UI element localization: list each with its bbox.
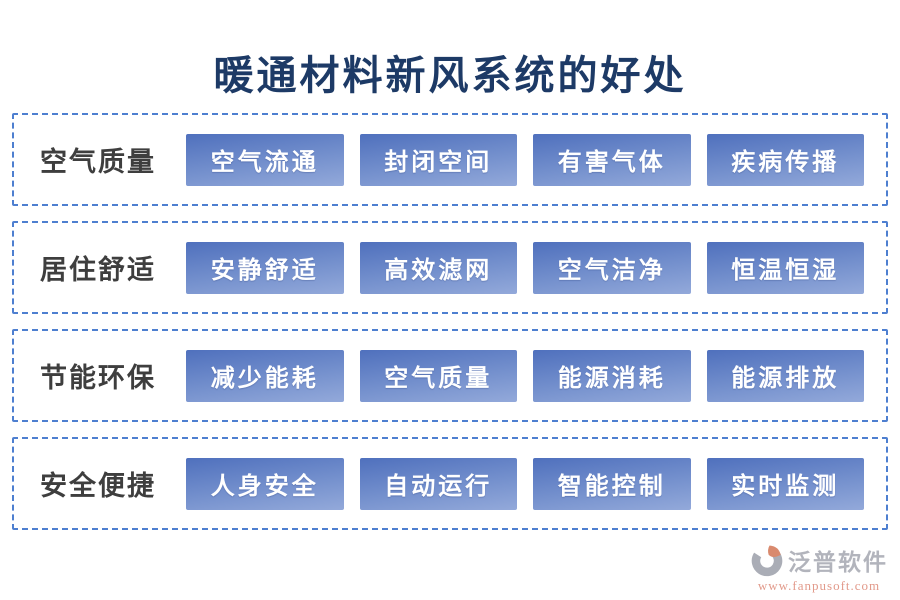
category-label: 节能环保 xyxy=(40,363,156,393)
benefit-pill: 减少能耗 xyxy=(186,349,344,402)
category-row-safety: 安全便捷 人身安全 自动运行 智能控制 实时监测 xyxy=(12,437,888,530)
category-rows: 空气质量 空气流通 封闭空间 有害气体 疾病传播 居住舒适 安静舒适 高效滤网 … xyxy=(12,113,888,530)
benefit-pill: 能源消耗 xyxy=(533,349,691,402)
category-label: 居住舒适 xyxy=(40,255,156,285)
benefit-list: 空气流通 封闭空间 有害气体 疾病传播 xyxy=(186,133,864,186)
benefit-list: 人身安全 自动运行 智能控制 实时监测 xyxy=(186,457,864,510)
category-row-energy-saving: 节能环保 减少能耗 空气质量 能源消耗 能源排放 xyxy=(12,329,888,422)
benefit-pill: 空气质量 xyxy=(359,349,517,402)
category-label: 空气质量 xyxy=(40,147,156,177)
benefit-list: 减少能耗 空气质量 能源消耗 能源排放 xyxy=(186,349,864,402)
benefit-pill: 实时监测 xyxy=(706,457,864,510)
brand-name: 泛普软件 xyxy=(788,550,888,575)
benefit-list: 安静舒适 高效滤网 空气洁净 恒温恒湿 xyxy=(186,241,864,294)
benefit-pill: 智能控制 xyxy=(533,457,691,510)
page-title: 暖通材料新风系统的好处 xyxy=(213,53,687,98)
benefit-pill: 安静舒适 xyxy=(186,241,344,294)
benefit-pill: 空气流通 xyxy=(186,133,344,186)
benefit-pill: 空气洁净 xyxy=(533,241,691,294)
benefit-pill: 疾病传播 xyxy=(706,133,864,186)
benefit-pill: 人身安全 xyxy=(186,457,344,510)
benefit-pill: 封闭空间 xyxy=(359,133,517,186)
category-row-air-quality: 空气质量 空气流通 封闭空间 有害气体 疾病传播 xyxy=(12,113,888,206)
benefit-pill: 能源排放 xyxy=(706,349,864,402)
benefit-pill: 自动运行 xyxy=(359,457,517,510)
brand-footer: 泛普软件 www.fanpusoft.com xyxy=(750,543,888,594)
benefit-pill: 高效滤网 xyxy=(359,241,517,294)
benefit-pill: 恒温恒湿 xyxy=(706,241,864,294)
category-row-comfort: 居住舒适 安静舒适 高效滤网 空气洁净 恒温恒湿 xyxy=(12,221,888,314)
fanpu-logo-icon xyxy=(751,545,783,577)
brand-url: www.fanpusoft.com xyxy=(757,578,881,593)
category-label: 安全便捷 xyxy=(40,471,156,501)
benefit-pill: 有害气体 xyxy=(533,133,691,186)
